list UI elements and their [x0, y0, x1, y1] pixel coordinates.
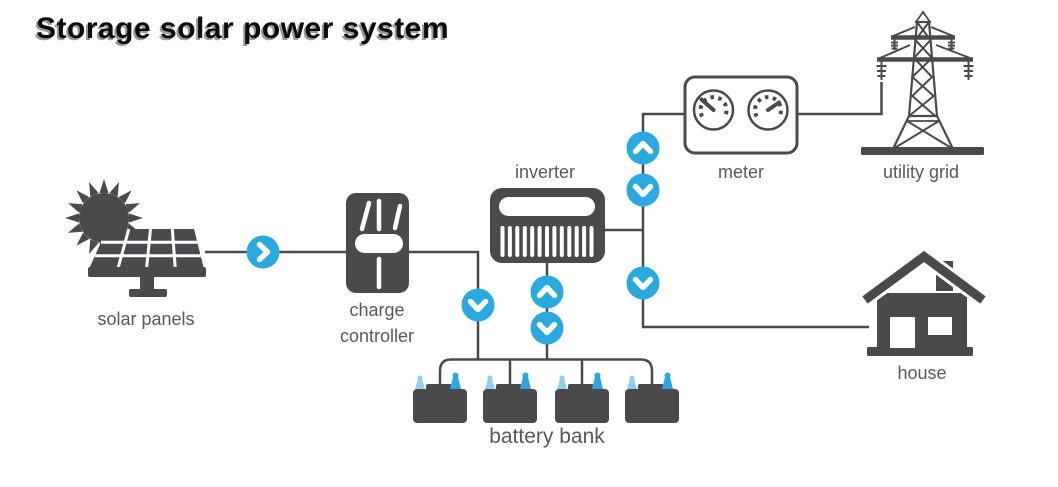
utility-grid-label: utility grid [882, 162, 960, 182]
arrow-up-icon [530, 275, 564, 309]
battery-icon [555, 372, 609, 423]
connector-meter-to-grid [797, 82, 883, 116]
gauge-icon [747, 89, 789, 131]
meter-label: meter [717, 162, 764, 182]
house-label: house [897, 363, 947, 383]
meter-icon [683, 75, 799, 155]
battery-icon [483, 372, 537, 423]
battery-bank-label: battery bank [489, 425, 605, 448]
arrow-right-icon [246, 235, 280, 269]
charge-controller-icon [346, 193, 409, 293]
connector-junction-to-meter-and-house [641, 112, 869, 329]
page-title: Storage solar power system [36, 12, 450, 45]
battery-bank-icon [413, 372, 679, 423]
utility-grid-icon [861, 10, 984, 155]
house-icon [860, 247, 988, 356]
connector-battery-bus [438, 358, 654, 389]
battery-icon [413, 372, 467, 423]
inverter-label: inverter [514, 162, 576, 182]
inverter-icon [490, 188, 605, 263]
arrow-up-icon [626, 131, 660, 165]
flow-arrows [246, 131, 660, 345]
panel-grid [88, 228, 206, 297]
arrow-down-icon [626, 266, 660, 300]
solar-panels-icon [65, 179, 206, 297]
solar-panels-label: solar panels [97, 309, 195, 329]
arrow-down-icon [626, 173, 660, 207]
charge-controller-label: charge controller [339, 300, 415, 346]
arrow-down-icon [530, 311, 564, 345]
gauge-icon [692, 89, 735, 131]
arrow-down-icon [461, 288, 495, 322]
connector-controller-to-battery [409, 250, 480, 359]
battery-icon [625, 372, 679, 423]
